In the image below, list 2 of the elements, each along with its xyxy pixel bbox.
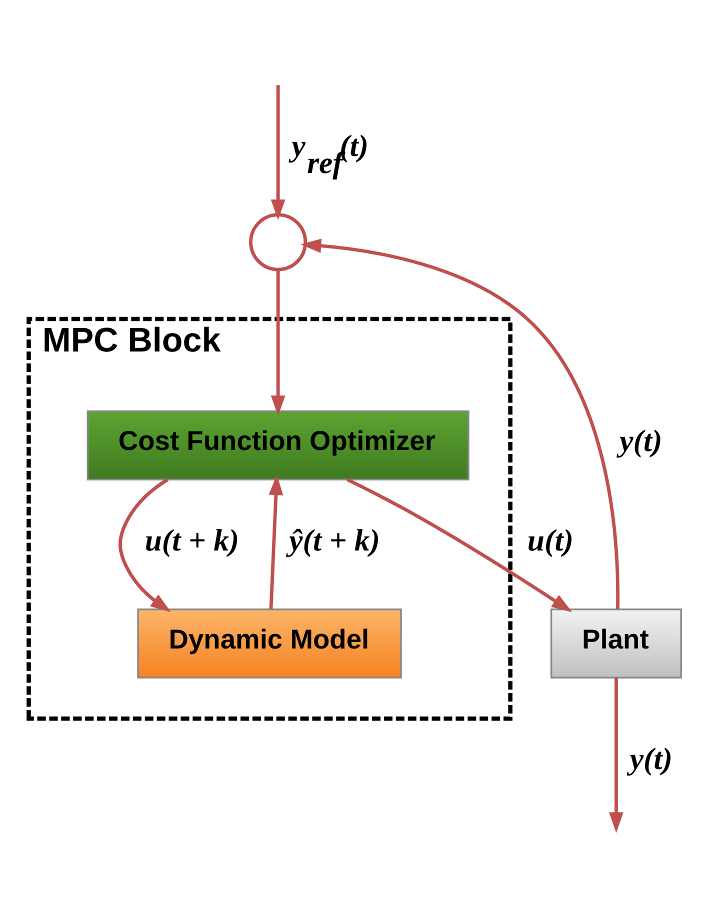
edge-label: u(t) <box>527 523 574 558</box>
edge-label: u(t + k) <box>144 523 240 558</box>
